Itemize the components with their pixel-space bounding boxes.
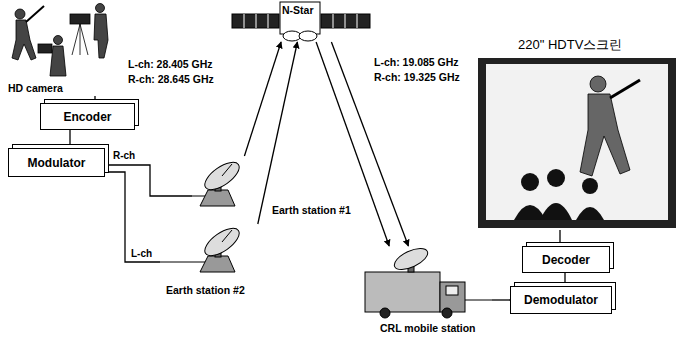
- mobile-station: CRL mobile station: [358, 246, 492, 340]
- channel-label: R-ch: [112, 150, 136, 161]
- process-box: Encoder: [40, 103, 135, 130]
- node-label: HD camera: [8, 82, 63, 94]
- signal-line: [564, 273, 565, 286]
- camera-label-area: HD camera: [2, 2, 114, 96]
- earth-station: Earth station #1: [192, 156, 362, 220]
- frequency-label: R-ch: 19.325 GHz: [374, 71, 460, 84]
- signal-line: [492, 299, 510, 300]
- box-label: Demodulator: [524, 293, 598, 307]
- box-label: Encoder: [63, 110, 111, 124]
- link-arrow: [244, 42, 281, 156]
- box-label: Modulator: [28, 156, 86, 170]
- signal-line: [105, 172, 160, 262]
- channel-label: L-ch: [130, 248, 153, 259]
- signal-line: [559, 230, 560, 246]
- satellite: [232, 2, 370, 41]
- hdtv-screen: 220" HDTV스크린: [478, 34, 680, 230]
- process-box: Demodulator: [510, 286, 612, 314]
- box-label: Decoder: [542, 253, 590, 267]
- node-label: Earth station #1: [272, 204, 351, 216]
- process-box: Decoder: [522, 246, 610, 273]
- process-box: Modulator: [8, 148, 105, 177]
- node-label: 220" HDTV스크린: [518, 36, 622, 54]
- link-arrow: [258, 42, 298, 224]
- signal-line: [105, 165, 192, 196]
- frequency-label: R-ch: 28.645 GHz: [128, 73, 214, 86]
- node-label: CRL mobile station: [380, 322, 475, 334]
- frequency-label: L-ch: 19.085 GHz: [374, 56, 459, 69]
- frequency-label: L-ch: 28.405 GHz: [128, 58, 213, 71]
- hdtv-screen: [478, 58, 676, 228]
- earth-station: Earth station #2: [160, 224, 270, 300]
- node-label: N-Star: [282, 4, 314, 16]
- signal-line: [69, 130, 70, 148]
- mobile-station-truck: [365, 244, 492, 318]
- earth-station-dish: [160, 223, 244, 272]
- earth-station-dish: [192, 157, 244, 206]
- signal-line: [94, 96, 95, 103]
- camera-scene: [12, 4, 108, 77]
- node-label: Earth station #2: [166, 284, 245, 296]
- satellite: N-Star: [228, 0, 372, 42]
